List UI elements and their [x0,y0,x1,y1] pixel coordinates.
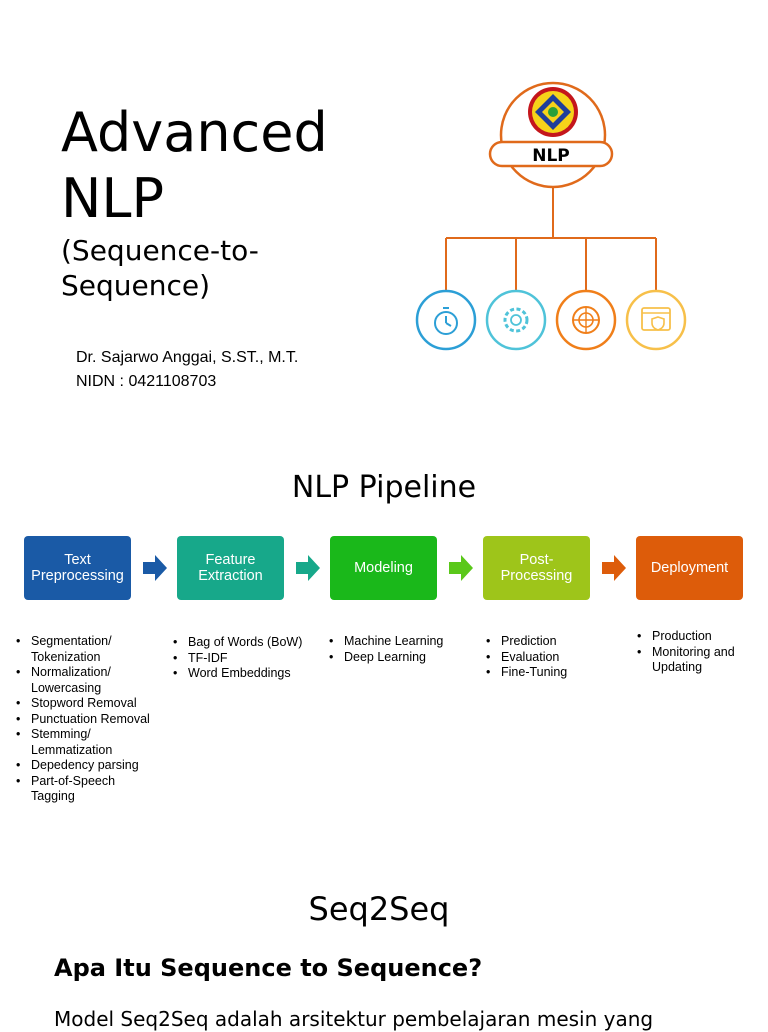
arrow-right-icon [449,555,473,581]
university-logo [528,87,578,137]
bullet-list-post-processing: PredictionEvaluationFine-Tuning [486,634,626,681]
bullet-list-deployment: ProductionMonitoring and Updating [637,629,755,676]
bullet-item: Machine Learning [329,634,469,650]
stage-label: Text Preprocessing [31,552,124,584]
stage-post-processing: Post-Processing [483,536,590,600]
bullet-item: Depedency parsing [16,758,156,774]
bullet-item: Word Embeddings [173,666,313,682]
section-title: Seq2Seq [308,890,450,928]
bullet-item: Prediction [486,634,626,650]
stage-label: Post-Processing [500,552,573,584]
hub-label: NLP [532,146,570,166]
connector-lines [445,187,657,290]
bullet-item: Normalization/ Lowercasing [16,665,156,696]
bullet-item: Deep Learning [329,650,469,666]
stage-label: Modeling [354,560,413,576]
bullet-item: Fine-Tuning [486,665,626,681]
bullet-list-modeling: Machine LearningDeep Learning [329,634,469,665]
bullet-list-feature-extraction: Bag of Words (BoW)TF-IDFWord Embeddings [173,635,313,682]
bullet-item: TF-IDF [173,651,313,667]
bullet-item: Bag of Words (BoW) [173,635,313,651]
section-body-text: Model Seq2Seq adalah arsitektur pembelaj… [54,1007,654,1031]
bullet-list-preprocessing: Segmentation/ TokenizationNormalization/… [16,634,156,805]
arrow-right-icon [602,555,626,581]
bullet-item: Monitoring and Updating [637,645,755,676]
stage-feature-extraction: Feature Extraction [177,536,284,600]
gear-user-icon [485,289,547,351]
stopwatch-icon [415,289,477,351]
bullet-item: Segmentation/ Tokenization [16,634,156,665]
browser-shield-icon [625,289,687,351]
stage-modeling: Modeling [330,536,437,600]
stage-deployment: Deployment [636,536,743,600]
bullet-item: Stopword Removal [16,696,156,712]
pipeline-title: NLP Pipeline [291,470,477,505]
stage-label: Feature Extraction [198,552,263,584]
slide-title: Advanced NLP [61,101,328,230]
bullet-item: Part-of-Speech Tagging [16,774,156,805]
section-question: Apa Itu Sequence to Sequence? [54,954,483,982]
bullet-item: Evaluation [486,650,626,666]
hub-label-pill [488,140,614,168]
bullet-item: Stemming/ Lemmatization [16,727,156,758]
nlp-tree-diagram: NLP [415,81,687,351]
slide-subtitle: (Sequence-to-Sequence) [61,234,259,302]
arrow-right-icon [296,555,320,581]
bullet-item: Punctuation Removal [16,712,156,728]
globe-sync-icon [555,289,617,351]
stage-label: Deployment [650,560,729,576]
bullet-item: Production [637,629,755,645]
stage-text-preprocessing: Text Preprocessing [24,536,131,600]
author-name: Dr. Sajarwo Anggai, S.ST., M.T. [76,349,299,366]
author-nidn: NIDN : 0421108703 [76,373,217,390]
arrow-right-icon [143,555,167,581]
